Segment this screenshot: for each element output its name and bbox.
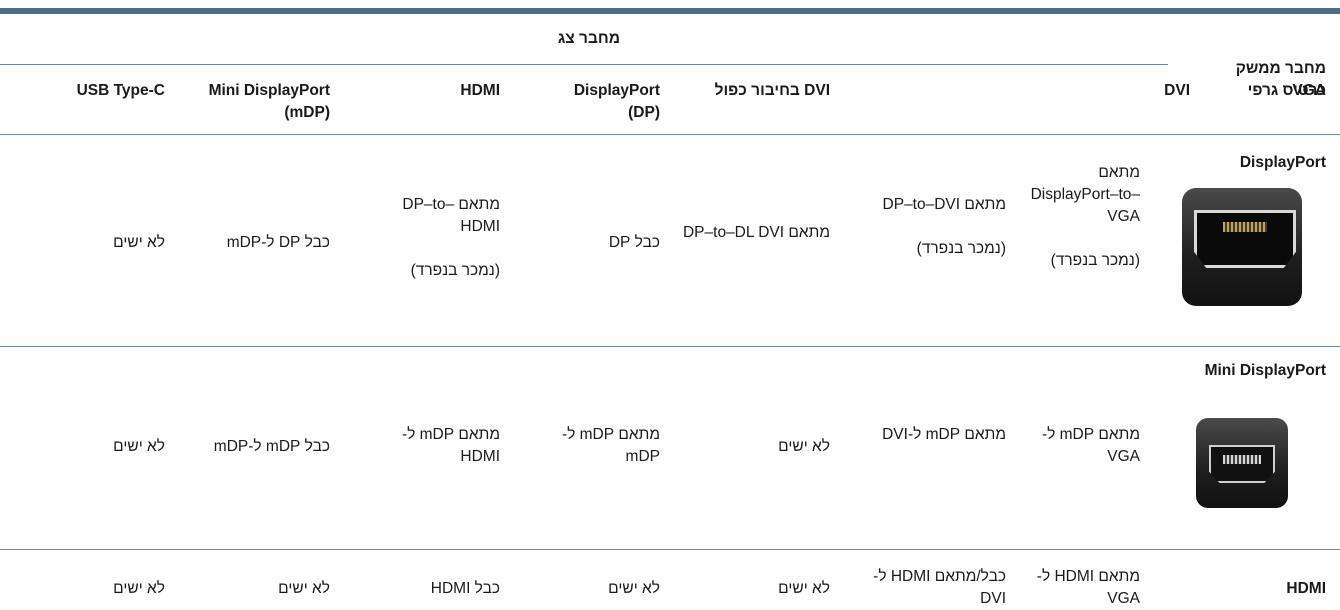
- cell-hdmi-vga: מתאם HDMI ל-VGA: [1036, 568, 1140, 607]
- cell-mdp-dvi-dl: לא ישים: [778, 438, 830, 455]
- row-label-header: מחבר ממשק כרטיס גרפי: [1235, 60, 1326, 99]
- cell-hdmi-hdmi: כבל HDMI: [430, 580, 500, 597]
- row-divider: [0, 549, 1340, 550]
- mini-displayport-connector-icon: [1196, 418, 1288, 508]
- cell-hdmi-mdp: לא ישים: [278, 580, 330, 597]
- column-header-hdmi: HDMI: [460, 82, 500, 99]
- cell-hdmi-dvi-dl: לא ישים: [778, 580, 830, 597]
- cell-mdp-dvi: מתאם mDP ל-DVI: [882, 426, 1006, 443]
- cell-dp-dvi-dl: מתאם DP–to–DL DVI: [682, 224, 830, 241]
- column-header-dvi-dual-link: DVI בחיבור כפול: [714, 82, 830, 99]
- cell-dp-usbc: לא ישים: [113, 234, 165, 251]
- column-header-vga: VGA: [1292, 82, 1326, 99]
- header-divider: [0, 134, 1340, 135]
- cell-hdmi-dvi: כבל/מתאם HDMI ל-DVI: [873, 568, 1006, 607]
- cell-hdmi-usbc: לא ישים: [113, 580, 165, 597]
- row-divider: [0, 346, 1340, 347]
- cell-hdmi-dp: לא ישים: [608, 580, 660, 597]
- group-title: מחבר צג: [557, 30, 620, 47]
- cell-dp-dp: כבל DP: [608, 234, 660, 251]
- column-header-displayport: DisplayPort (DP): [573, 82, 660, 121]
- group-header-divider: [0, 64, 1168, 65]
- cell-mdp-dp: מתאם mDP ל-mDP: [561, 426, 660, 465]
- column-header-dvi: DVI: [1164, 82, 1190, 99]
- cell-dp-hdmi: מתאם DP–to–HDMI(נמכר בנפרד): [402, 196, 500, 279]
- cell-mdp-vga: מתאם mDP ל-VGA: [1041, 426, 1140, 465]
- row-label-displayport: DisplayPort: [1239, 154, 1326, 171]
- column-header-usb-type-c: USB Type-C: [76, 82, 165, 99]
- cell-mdp-hdmi: מתאם mDP ל-HDMI: [401, 426, 500, 465]
- cell-mdp-usbc: לא ישים: [113, 438, 165, 455]
- cell-mdp-mdp: כבל mDP ל-mDP: [213, 438, 330, 455]
- cell-dp-dvi: מתאם DP–to–DVI(נמכר בנפרד): [882, 196, 1006, 257]
- table-top-rule: [0, 8, 1340, 14]
- row-label-mini-displayport: Mini DisplayPort: [1204, 362, 1326, 379]
- column-header-mini-displayport: Mini DisplayPort (mDP): [208, 82, 330, 121]
- row-label-hdmi: HDMI: [1286, 580, 1326, 597]
- cell-dp-mdp: כבל DP ל-mDP: [226, 234, 330, 251]
- displayport-connector-icon: [1182, 188, 1302, 306]
- cell-dp-vga: מתאם DisplayPort–to–VGA(נמכר בנפרד): [1030, 164, 1140, 269]
